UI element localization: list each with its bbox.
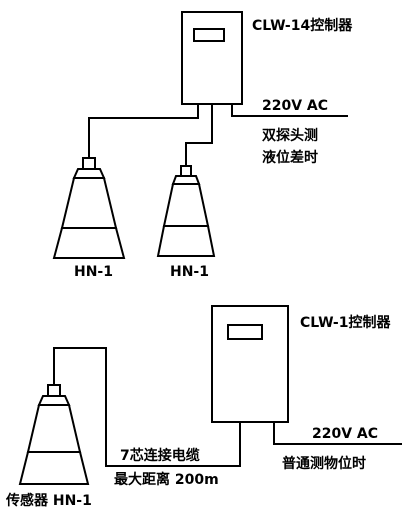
- sensor-wire-right: [185, 104, 213, 166]
- cable-label-line1: 7芯连接电缆: [120, 447, 200, 464]
- sensor-horn: [52, 227, 126, 259]
- controller-label-clw14: CLW-14控制器: [252, 17, 353, 34]
- sensor-cap: [180, 165, 192, 177]
- controller-label-clw1: CLW-1控制器: [300, 314, 391, 331]
- power-label-top: 220V AC: [262, 98, 328, 114]
- function-label-top-line2: 液位差时: [262, 149, 318, 166]
- cable-label-line2: 最大距离 200m: [114, 471, 219, 488]
- sensor-neck: [72, 168, 106, 179]
- function-label-bottom: 普通测物位时: [282, 455, 366, 472]
- controller-box-clw14: [181, 11, 243, 105]
- sensor-cap: [47, 384, 61, 397]
- sensor-neck: [37, 395, 71, 406]
- sensor-label-left: HN-1: [74, 264, 113, 280]
- sensor-label-right: HN-1: [170, 264, 209, 280]
- sensor-body: [162, 183, 210, 227]
- top-controller: [181, 11, 243, 105]
- sensor-hn1-left: [52, 157, 126, 259]
- sensor-cap: [82, 157, 96, 170]
- sensor-body: [60, 177, 118, 229]
- sensor-horn: [156, 225, 216, 257]
- sensor-horn: [18, 451, 90, 485]
- sensor-neck: [171, 175, 201, 185]
- sensor-body: [26, 404, 82, 453]
- function-label-top-line1: 双探头测: [262, 127, 318, 144]
- sensor-label-bottom: 传感器 HN-1: [5, 492, 92, 509]
- sensor-wire-left: [88, 104, 199, 158]
- power-label-bottom: 220V AC: [312, 426, 378, 442]
- power-wire-bottom: [273, 422, 402, 445]
- sensor-cable-bottom: [53, 347, 241, 467]
- controller-display: [193, 28, 225, 42]
- sensor-hn1-right: [156, 165, 216, 257]
- power-wire-top: [231, 104, 348, 117]
- controller-box-clw1: [211, 305, 289, 423]
- bottom-controller: [211, 305, 289, 423]
- sensor-hn1-bottom: [18, 384, 90, 485]
- controller-display: [227, 324, 263, 340]
